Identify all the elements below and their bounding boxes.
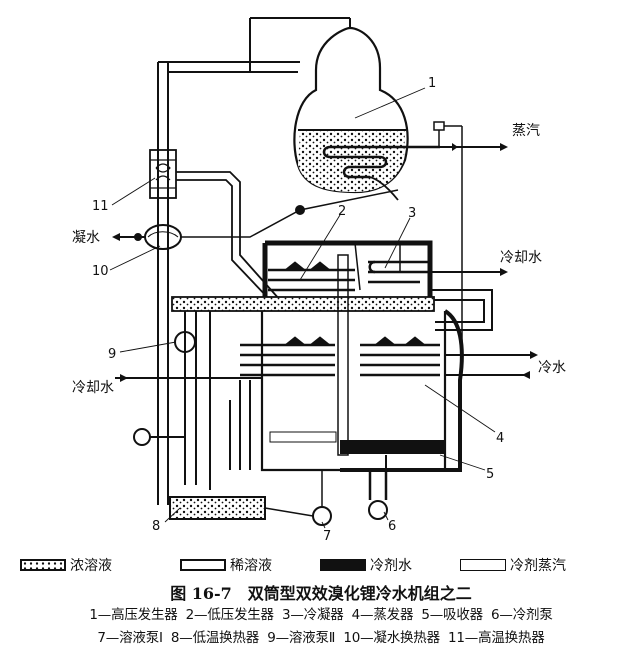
key-entry: 5—吸收器 [421,607,483,623]
callout-8: 8 [152,519,160,534]
legend-item-vapor: 冷剂蒸汽 [460,556,566,574]
evaporator-absorber-shell [240,254,464,472]
key-entry: 6—冷剂泵 [491,607,553,623]
callout-11: 11 [92,199,109,214]
key-entry: 3—冷凝器 [281,607,344,623]
callout-4: 4 [496,431,504,446]
key-row-1: 1—高压发生器 2—低压发生器 3—冷凝器 4—蒸发器 5—吸收器 6—冷剂泵 [0,603,642,623]
key-entry: 4—蒸发器 [351,607,414,623]
refrigerant-pump [368,500,388,520]
legend-label: 浓溶液 [70,558,112,574]
callout-5: 5 [486,467,494,482]
callout-1: 1 [428,76,436,91]
legend-item-conc: 浓溶液 [20,556,112,574]
callout-3: 3 [408,206,416,221]
key-entry: 2—低压发生器 [185,607,274,623]
condenser-lp-generator-shell [262,240,433,300]
high-pressure-generator [293,26,440,201]
key-entry: 8—低温换热器 [170,630,260,646]
callout-6: 6 [388,519,396,534]
key-entry: 1—高压发生器 [89,607,178,623]
legend-swatch-vapor [460,559,506,571]
key-entry: 7—溶液泵Ⅰ [97,630,163,646]
key-entry: 9—溶液泵Ⅱ [267,630,336,646]
callout-7: 7 [323,529,331,544]
legend-item-dilute: 稀溶液 [180,556,272,574]
label-condensate: 凝水 [72,230,100,246]
legend: 浓溶液 稀溶液 冷剂水 冷剂蒸汽 [0,552,642,578]
label-chilled-water: 冷水 [538,360,566,376]
label-steam: 蒸汽 [512,123,540,139]
callout-2: 2 [338,204,346,219]
legend-label: 稀溶液 [230,558,272,574]
legend-swatch-water [320,559,366,571]
label-cooling-water-left: 冷却水 [72,380,114,396]
key-entry: 10—凝水换热器 [343,630,440,646]
legend-item-water: 冷剂水 [320,556,412,574]
callout-10: 10 [92,264,109,279]
condensate-heat-exchanger [144,224,182,250]
lithium-bromide-chiller-diagram: 1 2 3 4 5 6 7 8 9 10 11 蒸汽 凝水 冷却水 冷却水 冷水 [72,17,566,544]
label-cooling-water-top: 冷却水 [500,250,542,266]
figure-caption: 图 16-7 双筒型双效溴化锂冷水机组之二 [170,584,472,603]
legend-swatch-conc [20,559,66,571]
legend-label: 冷剂水 [370,558,412,574]
legend-label: 冷剂蒸汽 [510,558,566,574]
high-temp-heat-exchanger [149,149,177,199]
low-temp-heat-exchanger [169,496,266,520]
legend-swatch-dilute [180,559,226,571]
callout-9: 9 [108,347,116,362]
key-row-2: 7—溶液泵Ⅰ 8—低温换热器 9—溶液泵Ⅱ 10—凝水换热器 11—高温换热器 [0,626,642,646]
key-entry: 11—高温换热器 [448,630,545,646]
